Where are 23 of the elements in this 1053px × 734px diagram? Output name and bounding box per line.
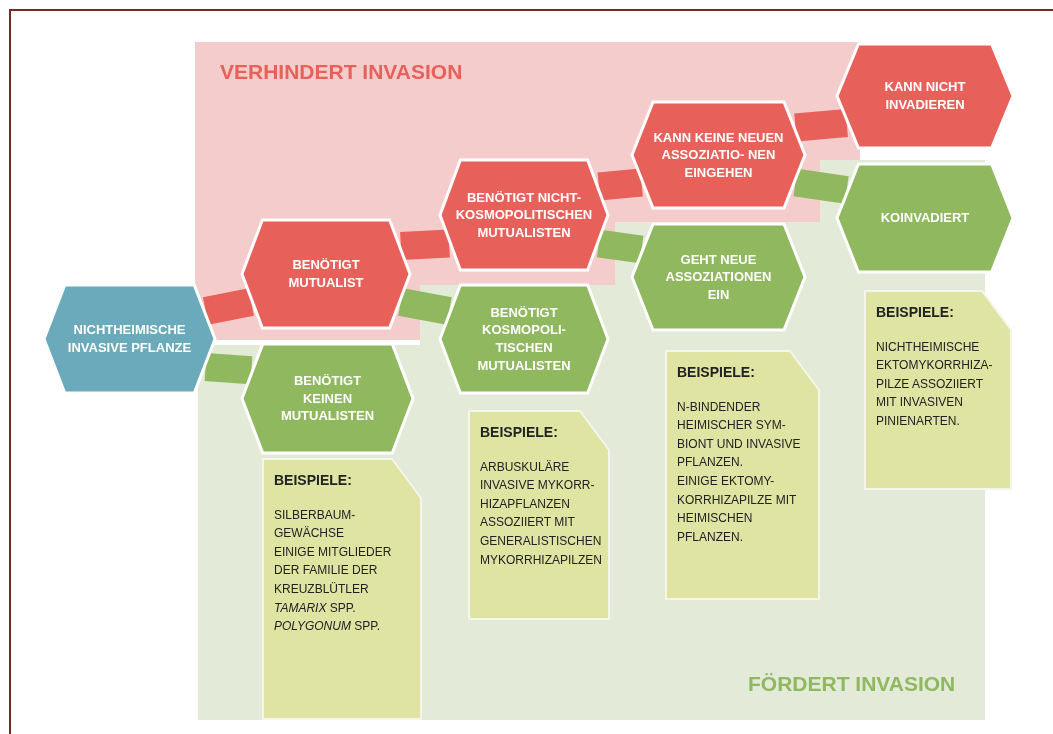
example-heading: BEISPIELE: (677, 363, 756, 382)
example-text: EINIGE EKTOMY- KORRHIZAPILZE MIT HEIMISCHEN PFLANZEN. (677, 473, 798, 546)
example-heading: BEISPIELE: (480, 423, 559, 442)
example-text: TAMARIX SPP. (274, 599, 357, 617)
hexagon-label: NICHTHEIMISCHE INVASIVE PFLANZE (66, 321, 193, 357)
example-text: POLYGONUM SPP. (274, 618, 382, 636)
example-text: N-BINDENDER HEIMISCHER SYM- BIONT UND INVASIVE PFLANZEN. (677, 398, 802, 472)
hexagon-label: BENÖTIGT NICHT- KOSMOPOLITISCHEN MUTUALISTEN (454, 188, 594, 242)
region-label: FÖRDERT INVASION (748, 672, 956, 696)
hexagon-label: BENÖTIGT KEINEN MUTUALISTEN (279, 372, 376, 425)
example-heading: BEISPIELE: (274, 471, 353, 490)
hexagon-label: KANN NICHT INVADIEREN (883, 78, 967, 114)
example-heading: BEISPIELE: (876, 303, 955, 322)
hexagon-label: GEHT NEUE ASSOZIATIONEN EIN (664, 250, 773, 304)
example-text: ARBUSKULÄRE INVASIVE MYKORR- HIZAPFLANZEN ASSOZIIERT MIT GENERALISTISCHEN MYKORRHIZAPILZEN (480, 458, 600, 569)
hexagon-label: KOINVADIERT (879, 209, 971, 227)
example-text: SILBERBAUM- GEWÄCHSE (274, 506, 357, 543)
region-label: VERHINDERT INVASION (220, 60, 463, 84)
hexagon-label: KANN KEINE NEUEN ASSOZIATIO- NEN EINGEHEN (652, 128, 785, 182)
example-text: EINIGE MITGLIEDER DER FAMILIE DER KREUZBLÜTLER (274, 543, 393, 599)
hexagon-label: BENÖTIGT KOSMOPOLI- TISCHEN MUTUALISTEN (476, 303, 572, 375)
hexagon-label: BENÖTIGT MUTUALIST (287, 256, 365, 292)
example-text: NICHTHEIMISCHE EKTOMYKORRHIZA- PILZE ASSOZIIERT MIT INVASIVEN PINIENARTEN. (876, 338, 994, 431)
